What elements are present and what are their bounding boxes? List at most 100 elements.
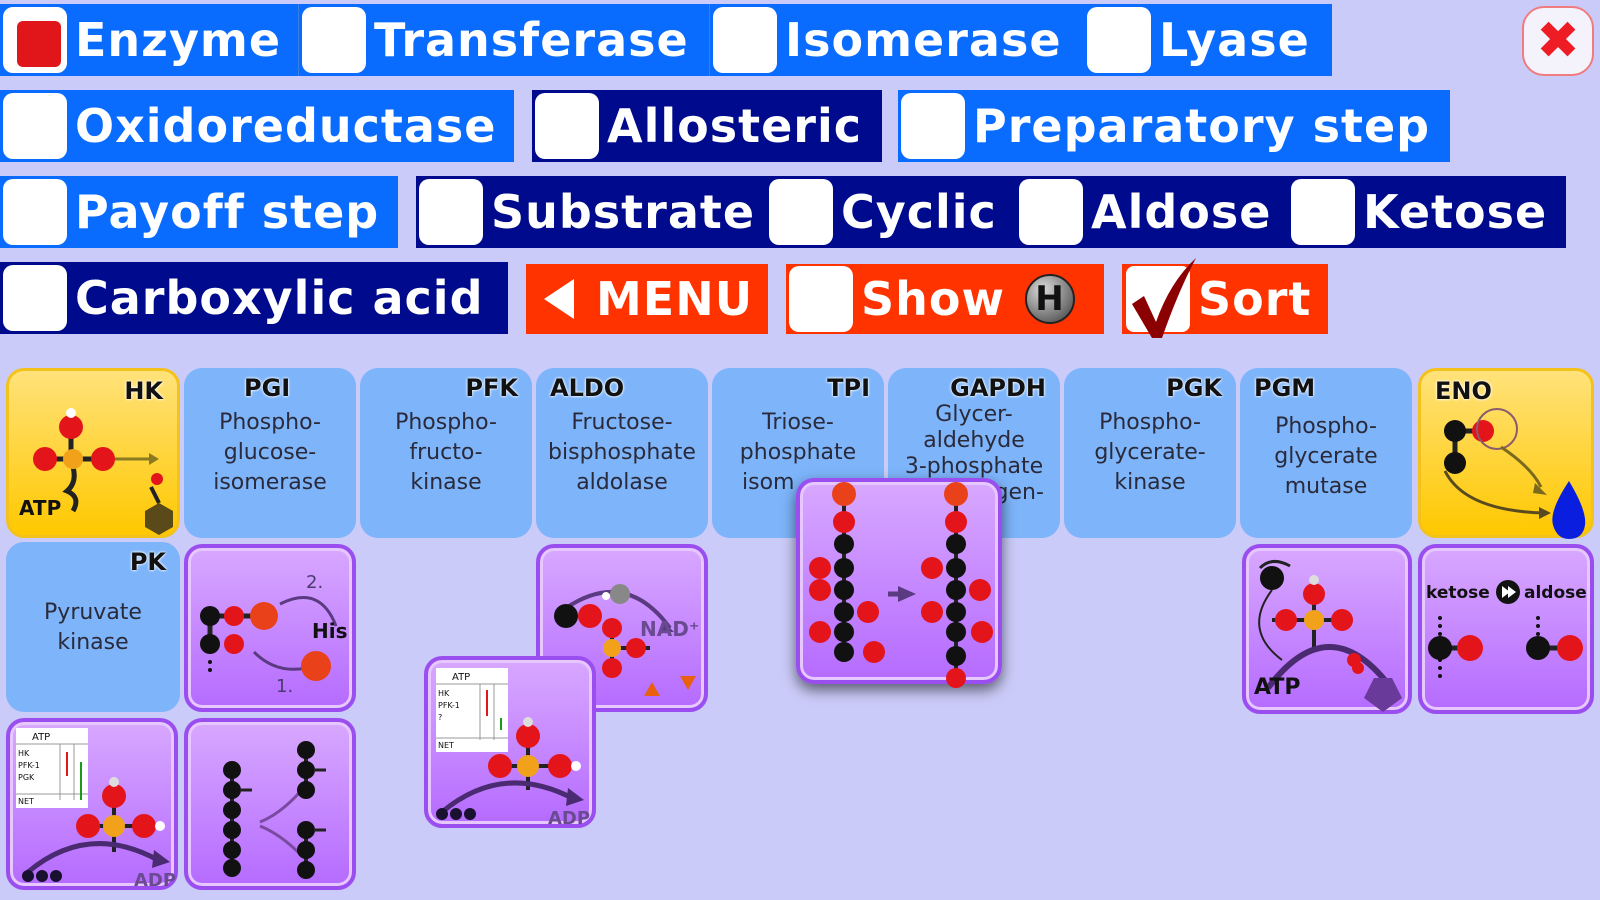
menu-label: MENU xyxy=(596,272,754,326)
enzyme-abbr: ENO xyxy=(1435,377,1492,405)
checkbox-payoff-step[interactable] xyxy=(3,179,67,245)
show-hydrogen-toggle[interactable]: Show H xyxy=(786,264,1104,334)
nad-oxidation-icon: NAD⁺ xyxy=(554,584,699,696)
checkbox-lyase[interactable] xyxy=(1087,7,1151,73)
enzyme-tile-tpi[interactable]: TPI Triose- phosphate isom xyxy=(712,368,884,538)
filter-label: Carboxylic acid xyxy=(75,271,484,325)
menu-button[interactable]: MENU xyxy=(526,264,768,334)
checkbox-sort[interactable] xyxy=(1126,258,1196,338)
dehydration-water-icon xyxy=(1443,408,1586,539)
filter-label: Payoff step xyxy=(75,185,380,239)
six-carbon-split-icon xyxy=(223,741,326,879)
enzyme-abbr: PGI xyxy=(244,374,291,402)
enzyme-abbr: PGM xyxy=(1254,374,1316,402)
filter-allosteric[interactable]: Allosteric xyxy=(532,90,882,162)
close-button[interactable]: ✖ xyxy=(1522,6,1594,76)
checkbox-isomerase[interactable] xyxy=(713,7,777,73)
filter-cyclic[interactable]: Cyclic xyxy=(766,176,1016,248)
close-icon: ✖ xyxy=(1536,11,1580,71)
filter-label: Isomerase xyxy=(785,13,1062,67)
svg-text:PFK-1: PFK-1 xyxy=(18,761,40,770)
chain-isomerization-icon xyxy=(809,482,993,688)
enzyme-name: Phospho- fructo- kinase xyxy=(395,410,497,495)
checkbox-allosteric[interactable] xyxy=(535,93,599,159)
checkbox-carboxylic-acid[interactable] xyxy=(3,265,67,331)
svg-text:PFK-1: PFK-1 xyxy=(438,701,460,710)
checkbox-show-hydrogen[interactable] xyxy=(789,266,853,332)
filter-payoff-step[interactable]: Payoff step xyxy=(0,176,398,248)
filter-isomerase[interactable]: Isomerase xyxy=(709,4,1084,76)
enzyme-abbr: PFK xyxy=(465,374,518,402)
aldose-label: aldose xyxy=(1524,583,1587,603)
enzyme-tile-pgi[interactable]: PGI Phospho- glucose- isomerase xyxy=(184,368,356,538)
his-label: His xyxy=(312,619,348,643)
step-1-label: 1. xyxy=(276,676,293,697)
enzyme-tile-pgk[interactable]: PGK Phospho- glycerate- kinase xyxy=(1064,368,1236,538)
enzyme-name: Phospho- glycerate mutase xyxy=(1274,414,1378,499)
filter-enzyme[interactable]: Enzyme xyxy=(0,4,298,76)
filter-label: Aldose xyxy=(1091,185,1272,239)
enzyme-tile-pgm[interactable]: PGM Phospho- glycerate mutase xyxy=(1240,368,1412,538)
enzyme-tile-pfk[interactable]: PFK Phospho- fructo- kinase xyxy=(360,368,532,538)
card-atp-table-adp-2[interactable]: ATP HK PFK-1 ? NET ADP xyxy=(424,656,596,829)
enzyme-name: Fructose- bisphosphate aldolase xyxy=(548,410,696,495)
enzyme-abbr: HK xyxy=(124,377,163,405)
ketose-aldose-icon: ketose aldose xyxy=(1426,580,1587,678)
filter-row-1: Enzyme Transferase Isomerase Lyase xyxy=(0,4,1332,76)
atp-table-adp-icon: ATP HK PFK-1 ? NET ADP xyxy=(436,668,590,829)
nad-label: NAD⁺ xyxy=(640,617,699,641)
step-2-label: 2. xyxy=(306,572,323,593)
checkbox-enzyme[interactable] xyxy=(3,7,67,73)
atp-label: ATP xyxy=(19,496,61,520)
card-six-carbon-split[interactable] xyxy=(184,718,356,890)
checkbox-oxidoreductase[interactable] xyxy=(3,93,67,159)
filter-oxidoreductase[interactable]: Oxidoreductase xyxy=(0,90,514,162)
checkbox-ketose[interactable] xyxy=(1291,179,1355,245)
hydrogen-atom-icon: H xyxy=(1024,274,1075,324)
card-atp-to-ring[interactable]: ATP xyxy=(1242,544,1412,714)
svg-text:ATP: ATP xyxy=(452,672,470,683)
checkbox-preparatory-step[interactable] xyxy=(901,93,965,159)
enzyme-tile-hk[interactable]: HK ATP xyxy=(6,368,180,538)
filter-label: Preparatory step xyxy=(973,99,1431,153)
filter-lyase[interactable]: Lyase xyxy=(1084,4,1324,76)
filter-preparatory-step[interactable]: Preparatory step xyxy=(898,90,1450,162)
filter-label: Oxidoreductase xyxy=(75,99,497,153)
enzyme-tile-aldo[interactable]: ALDO Fructose- bisphosphate aldolase xyxy=(536,368,708,538)
enzyme-name: Phospho- glycerate- kinase xyxy=(1094,410,1206,495)
arrow-left-icon xyxy=(544,279,574,319)
enzyme-name: Triose- phosphate isom xyxy=(739,410,857,495)
sort-label: Sort xyxy=(1198,272,1312,326)
filter-row-3-navy: Substrate Cyclic Aldose Ketose xyxy=(416,176,1566,248)
filter-substrate[interactable]: Substrate xyxy=(416,176,766,248)
adp-label: ADP xyxy=(548,808,590,829)
sort-toggle[interactable]: Sort xyxy=(1122,258,1328,338)
filter-label: Transferase xyxy=(374,13,689,67)
enzyme-abbr: PK xyxy=(129,548,166,576)
checkbox-aldose[interactable] xyxy=(1019,179,1083,245)
filter-transferase[interactable]: Transferase xyxy=(298,4,709,76)
enzyme-name: Pyruvate kinase xyxy=(44,600,142,655)
filter-carboxylic-acid[interactable]: Carboxylic acid xyxy=(0,262,508,334)
svg-text:?: ? xyxy=(438,713,442,722)
filter-ketose[interactable]: Ketose xyxy=(1288,176,1558,248)
enzyme-tile-pk[interactable]: PK Pyruvate kinase xyxy=(6,542,180,712)
ketose-label: ketose xyxy=(1426,583,1490,603)
svg-text:ATP: ATP xyxy=(32,732,50,743)
phosphate-transfer-icon: 2. His 1. xyxy=(200,572,348,697)
checkmark-icon xyxy=(1132,258,1196,338)
svg-text:HK: HK xyxy=(438,689,450,698)
card-chain-isomerization[interactable] xyxy=(796,478,1002,688)
enzyme-tile-eno[interactable]: ENO xyxy=(1418,368,1594,539)
filter-label: Enzyme xyxy=(75,13,282,67)
atp-ring-phosphorylation-icon: ATP xyxy=(1254,560,1402,712)
filter-label: Substrate xyxy=(491,185,756,239)
card-ketose-aldose[interactable]: ketose aldose xyxy=(1418,544,1594,714)
checkbox-transferase[interactable] xyxy=(302,7,366,73)
filter-aldose[interactable]: Aldose xyxy=(1016,176,1288,248)
card-his-phosphate-transfer[interactable]: 2. His 1. xyxy=(184,544,356,712)
checkbox-cyclic[interactable] xyxy=(769,179,833,245)
svg-text:NET: NET xyxy=(438,741,454,750)
checkbox-substrate[interactable] xyxy=(419,179,483,245)
